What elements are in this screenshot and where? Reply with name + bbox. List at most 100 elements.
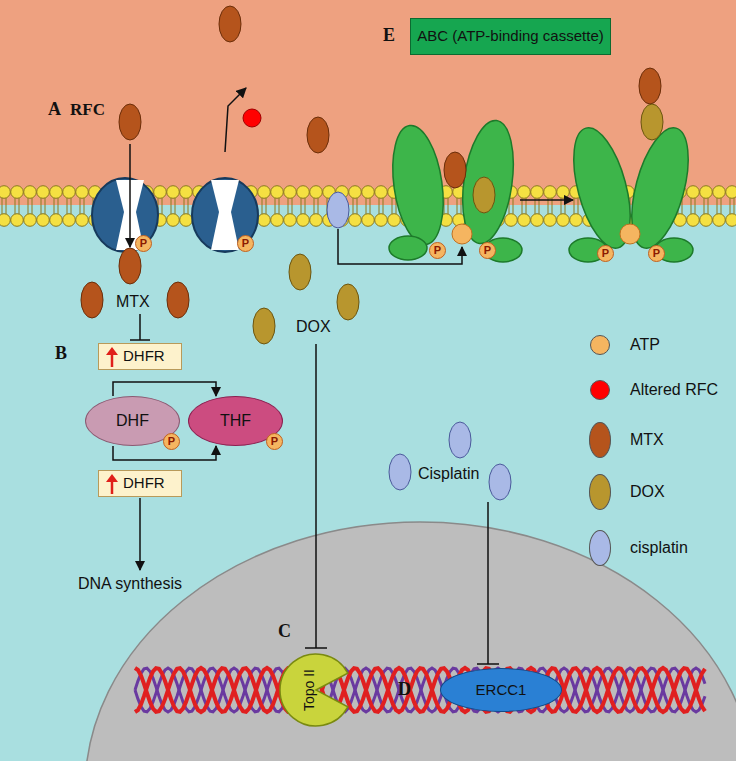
lipid-bilayer xyxy=(704,196,705,216)
ercc1-ellipse: ERCC1 xyxy=(440,668,562,712)
lipid-bilayer xyxy=(570,214,583,227)
legend-text: MTX xyxy=(630,431,664,449)
lipid-bilayer xyxy=(457,196,458,216)
lipid-bilayer xyxy=(578,196,579,216)
lipid-bilayer xyxy=(531,214,544,227)
lipid-bilayer xyxy=(0,186,10,199)
dna-helix xyxy=(135,668,705,712)
lipid-bilayer xyxy=(379,196,380,216)
mtx-molecule xyxy=(167,282,189,318)
cisplatin-molecule xyxy=(327,192,511,500)
legend-text: Altered RFC xyxy=(630,381,718,399)
node-label: DHFR xyxy=(123,348,165,365)
topo-ii-shape xyxy=(280,654,348,726)
lipid-bilayer xyxy=(721,196,722,216)
lipid-bilayer xyxy=(552,196,553,216)
lipid-bilayer xyxy=(713,214,726,227)
mtx-molecule xyxy=(119,248,141,284)
phosphate-circle: P xyxy=(135,235,152,252)
lipid-bilayer xyxy=(6,196,7,216)
lipid-bilayer xyxy=(544,214,557,227)
drug-name: DOX xyxy=(296,318,331,336)
lipid-bilayer xyxy=(708,196,709,216)
lipid-bilayer xyxy=(297,214,310,227)
phosphate-circle: P xyxy=(479,242,496,259)
lipid-bilayer xyxy=(37,186,50,199)
lipid-bilayer xyxy=(154,186,167,199)
phosphate-circle: P xyxy=(266,433,283,450)
lipid-bilayer xyxy=(41,196,42,216)
lipid-bilayer xyxy=(266,196,267,216)
lipid-bilayer xyxy=(695,196,696,216)
lipid-bilayer xyxy=(76,186,89,199)
abc-transporter xyxy=(620,224,640,244)
pathway-line xyxy=(520,199,573,201)
lipid-bilayer xyxy=(518,186,531,199)
cisplatin-molecule xyxy=(449,422,471,458)
lipid-bilayer xyxy=(531,186,544,199)
pathway-line xyxy=(139,498,141,570)
lipid-bilayer xyxy=(0,214,10,227)
phosphate-label: P xyxy=(271,435,278,447)
lipid-bilayer xyxy=(314,196,315,216)
legend-text: ATP xyxy=(630,336,660,354)
lipid-bilayer xyxy=(375,214,388,227)
enzyme-box: DHFR xyxy=(98,470,182,497)
legend-swatch xyxy=(590,380,610,400)
dox-molecule xyxy=(641,104,663,140)
lipid-bilayer xyxy=(288,196,289,216)
legend-swatch xyxy=(589,422,611,458)
enzyme-box: DHFR xyxy=(98,343,182,370)
lipid-bilayer xyxy=(535,196,536,216)
abc-transporter xyxy=(621,122,699,254)
lipid-bilayer xyxy=(24,186,37,199)
lipid-bilayer xyxy=(726,186,736,199)
lipid-bilayer xyxy=(366,196,367,216)
legend-swatch xyxy=(590,335,610,355)
phosphate-circle: P xyxy=(163,433,180,450)
abc-transporter xyxy=(386,122,450,248)
rfc-transporter xyxy=(192,178,258,252)
topo-ii-enzyme: Topo II xyxy=(278,652,354,728)
lipid-bilayer xyxy=(305,196,306,216)
lipid-bilayer xyxy=(167,186,180,199)
lipid-bilayer xyxy=(84,196,85,216)
legend-swatch xyxy=(589,474,611,510)
lipid-bilayer xyxy=(279,196,280,216)
lipid-bilayer xyxy=(58,196,59,216)
lipid-bilayer xyxy=(687,186,700,199)
pathway-line xyxy=(477,663,499,665)
lipid-bilayer xyxy=(63,186,76,199)
abc-transporter xyxy=(563,122,641,254)
lipid-bilayer xyxy=(310,214,323,227)
lipid-bilayer xyxy=(271,214,284,227)
lipid-bilayer xyxy=(2,196,3,216)
pathway-line xyxy=(225,88,246,152)
mtx-molecule xyxy=(81,6,661,318)
panel-letter: B xyxy=(55,344,67,364)
node-label: DHF xyxy=(116,412,149,430)
lipid-bilayer xyxy=(448,196,449,216)
lipid-bilayer xyxy=(362,214,375,227)
phosphate-label: P xyxy=(434,244,441,256)
panel-letter: A xyxy=(48,100,61,120)
lipid-bilayer xyxy=(349,214,362,227)
lipid-bilayer xyxy=(171,196,172,216)
lipid-bilayer xyxy=(388,214,401,227)
process-name: DNA synthesis xyxy=(78,575,182,593)
lipid-bilayer xyxy=(32,196,33,216)
extracellular-space xyxy=(0,0,736,205)
lipid-bilayer xyxy=(301,196,302,216)
pathway-line xyxy=(315,344,317,648)
altered-rfc xyxy=(243,109,261,127)
lipid-bilayer xyxy=(565,196,566,216)
phosphate-label: P xyxy=(140,237,147,249)
lipid-bilayer xyxy=(24,214,37,227)
lipid-bilayer xyxy=(691,196,692,216)
rfc-transporter xyxy=(92,178,258,252)
lipid-bilayer xyxy=(730,196,731,216)
lipid-bilayer xyxy=(258,186,271,199)
reaction-arrow xyxy=(113,446,216,460)
